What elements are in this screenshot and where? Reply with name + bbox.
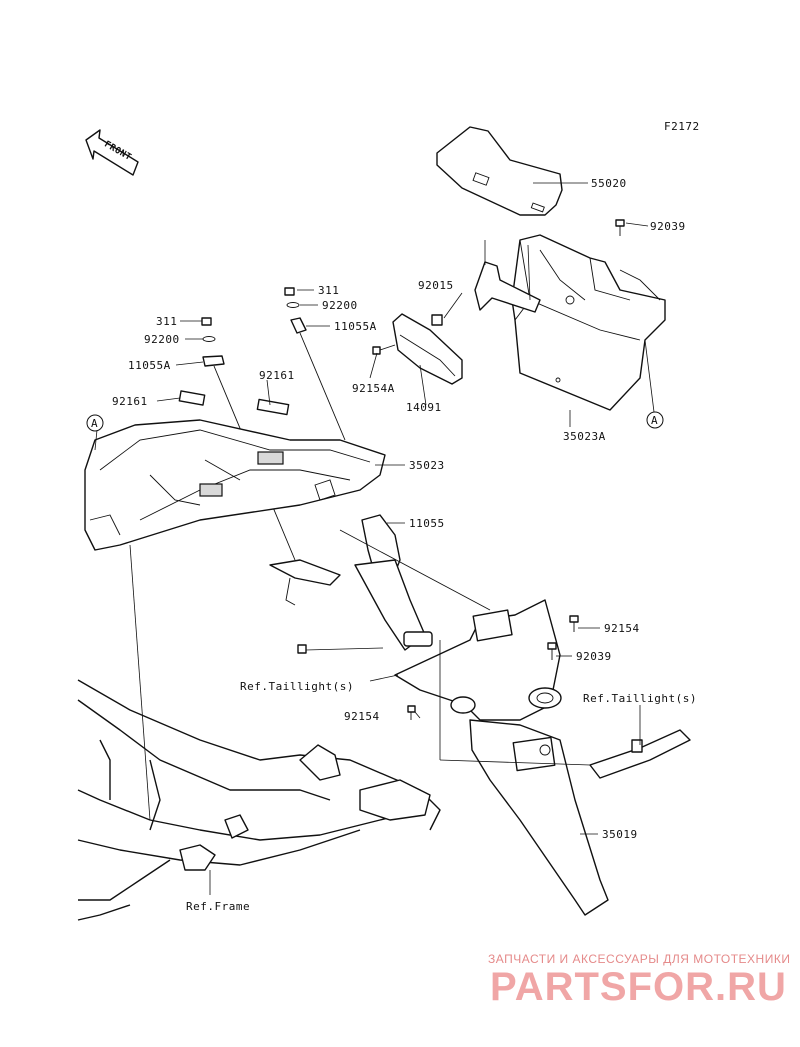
callout-a-left-text: A — [91, 417, 98, 430]
figure-code: F2172 — [664, 120, 700, 133]
callout-a-right-text: A — [651, 414, 658, 427]
label-92154A: 92154A — [352, 382, 395, 395]
part-92039-screw-top — [615, 219, 625, 236]
label-11055: 11055 — [409, 517, 445, 530]
taillight-screw-left — [297, 644, 307, 654]
label-ref-taillight-left: Ref.Taillight(s) — [240, 680, 354, 693]
callout-a-right: A — [646, 411, 664, 429]
label-92161-right: 92161 — [259, 369, 295, 382]
label-92161-left: 92161 — [112, 395, 148, 408]
label-92039-top: 92039 — [650, 220, 686, 233]
label-11055A-right: 11055A — [334, 320, 377, 333]
label-35023: 35023 — [409, 459, 445, 472]
label-35023A: 35023A — [563, 430, 606, 443]
front-arrow-icon: FRONT — [85, 129, 139, 176]
label-ref-taillight-right: Ref.Taillight(s) — [583, 692, 697, 705]
part-35023-fender — [84, 419, 386, 551]
label-55020: 55020 — [591, 177, 627, 190]
label-11055A-left: 11055A — [128, 359, 171, 372]
part-55020-pad — [436, 126, 563, 216]
leader-lines — [94, 182, 655, 895]
label-14091: 14091 — [406, 401, 442, 414]
part-92154-screw-right — [569, 615, 579, 632]
label-92200-left: 92200 — [144, 333, 180, 346]
part-92161-pad-right — [256, 398, 290, 416]
part-92154-screw-left — [407, 705, 416, 720]
label-ref-frame: Ref.Frame — [186, 900, 250, 913]
part-92015-collar — [431, 314, 443, 326]
part-14091-cover — [372, 313, 463, 385]
label-92039-mid: 92039 — [576, 650, 612, 663]
taillight-bracket-right — [589, 729, 691, 779]
watermark-site: PARTSFOR.RU — [490, 965, 787, 1009]
part-92039-screw-mid — [547, 642, 557, 660]
label-311-right: 311 — [318, 284, 339, 297]
label-92015: 92015 — [418, 279, 454, 292]
part-35019-bracket — [394, 599, 609, 916]
part-35023A-box — [511, 234, 666, 411]
frame-section — [77, 679, 441, 921]
part-35023A-bracket — [431, 261, 541, 326]
label-35019: 35019 — [602, 828, 638, 841]
part-92161-pad-left — [178, 390, 206, 406]
label-92154-right: 92154 — [604, 622, 640, 635]
callout-a-left: A — [86, 414, 104, 432]
watermark-tagline: ЗАПЧАСТИ И АКСЕССУАРЫ ДЛЯ МОТОТЕХНИКИ — [488, 952, 790, 966]
part-11055-bracket — [269, 514, 433, 651]
watermark: ЗАПЧАСТИ И АКСЕССУАРЫ ДЛЯ МОТОТЕХНИКИ PA… — [488, 952, 790, 1009]
fastener-stack-right — [284, 287, 346, 441]
label-92154-left: 92154 — [344, 710, 380, 723]
label-311-left: 311 — [156, 315, 177, 328]
label-92200-right: 92200 — [322, 299, 358, 312]
